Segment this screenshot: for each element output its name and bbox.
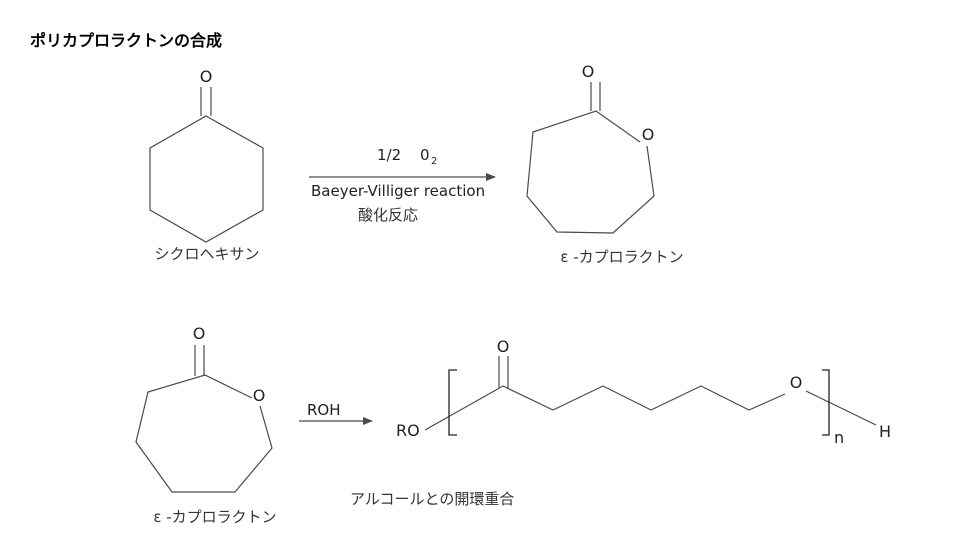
reaction-name: Baeyer-Villiger reaction — [311, 182, 485, 200]
oxygen-atom: O — [193, 324, 206, 343]
reagent-oxygen: 0 — [420, 146, 430, 164]
hydrogen-atom: H — [879, 422, 891, 441]
ring-oxygen-atom: O — [253, 386, 266, 405]
page-title: ポリカプロラクトンの合成 — [30, 31, 222, 50]
right-bracket — [822, 369, 830, 436]
product-label-caprolactone: ε -カプロラクトン — [560, 248, 683, 266]
ro-group: RO — [396, 421, 420, 440]
polymerization-description: アルコールとの開環重合 — [350, 490, 514, 508]
oxygen-atom: O — [200, 67, 213, 86]
caprolactone-ring — [526, 110, 655, 234]
reactant-label-cyclohexanone: シクロヘキサン — [154, 245, 259, 263]
ester-oxygen-atom: O — [790, 373, 803, 392]
caprolactone-ring — [135, 374, 273, 493]
polycaprolactone-structure: RO O O H n — [396, 337, 891, 447]
caprolactone-structure-2: O O — [135, 324, 273, 493]
oxygen-atom: O — [497, 337, 510, 356]
terminal-bond — [805, 390, 877, 426]
oxygen-atom: O — [582, 62, 595, 81]
reagent-label: 1/2 — [377, 146, 401, 164]
reaction-name-ja: 酸化反応 — [358, 206, 418, 224]
caprolactone-structure: O O — [526, 62, 655, 234]
cyclohexanone-structure: O — [149, 67, 264, 243]
ring-oxygen-atom: O — [642, 125, 655, 144]
repeat-unit-n: n — [834, 428, 844, 447]
reagent-subscript: 2 — [431, 156, 437, 167]
reagent-roh: ROH — [307, 401, 341, 419]
polymer-backbone — [424, 385, 786, 431]
reactant-label-caprolactone: ε -カプロラクトン — [153, 508, 276, 526]
cyclohexane-ring — [149, 115, 264, 243]
left-bracket — [448, 369, 457, 436]
